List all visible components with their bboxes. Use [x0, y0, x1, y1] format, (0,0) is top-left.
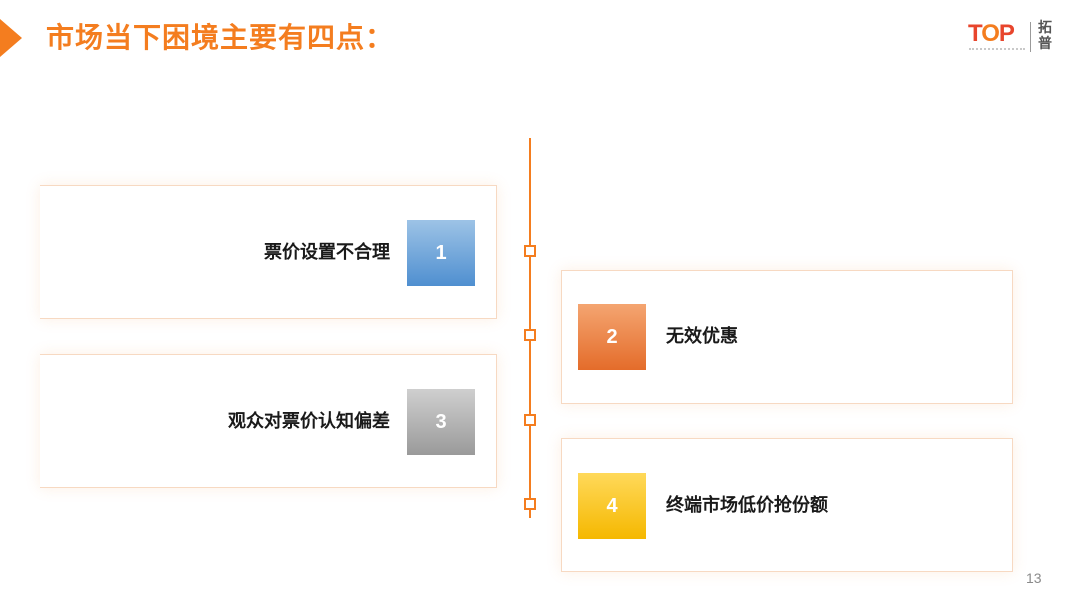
company-logo: TOP 拓普 — [968, 20, 1058, 58]
item-label-2: 无效优惠 — [666, 326, 738, 347]
item-badge-1: 1 — [407, 220, 475, 286]
timeline-marker-1 — [524, 245, 536, 257]
item-badge-2: 2 — [578, 304, 646, 370]
logo-tagline-decoration — [969, 48, 1025, 53]
timeline-marker-4 — [524, 498, 536, 510]
item-card-4: 4 终端市场低价抢份额 — [561, 438, 1013, 572]
item-label-4: 终端市场低价抢份额 — [666, 495, 828, 516]
logo-chinese: 拓普 — [1038, 20, 1052, 52]
timeline-marker-2 — [524, 329, 536, 341]
logo-divider — [1030, 22, 1031, 52]
title-arrow — [0, 19, 22, 57]
item-label-1: 票价设置不合理 — [264, 242, 390, 263]
timeline-line — [529, 138, 531, 518]
item-badge-3: 3 — [407, 389, 475, 455]
item-badge-4: 4 — [578, 473, 646, 539]
item-card-3: 观众对票价认知偏差 3 — [40, 354, 497, 488]
timeline-marker-3 — [524, 414, 536, 426]
page-number: 13 — [1026, 570, 1042, 586]
logo-wordmark: TOP — [968, 20, 1015, 47]
slide-title: 市场当下困境主要有四点： — [46, 21, 395, 54]
item-label-3: 观众对票价认知偏差 — [228, 411, 390, 432]
item-card-1: 票价设置不合理 1 — [40, 185, 497, 319]
item-card-2: 2 无效优惠 — [561, 270, 1013, 404]
